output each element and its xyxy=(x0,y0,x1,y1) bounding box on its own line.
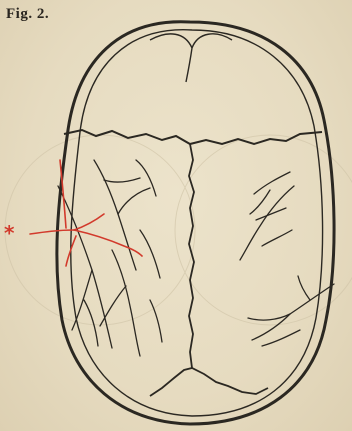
lambdoid-suture xyxy=(150,368,268,396)
red-annotation-lines xyxy=(30,160,142,266)
right-vessel-grooves xyxy=(240,172,334,346)
red-asterisk-marker: * xyxy=(4,221,15,245)
skull-inner-outline xyxy=(71,30,323,416)
coronal-suture xyxy=(64,130,322,144)
sagittal-suture xyxy=(189,144,194,368)
skull-outer-outline xyxy=(57,22,334,424)
frontal-notch xyxy=(150,34,232,82)
